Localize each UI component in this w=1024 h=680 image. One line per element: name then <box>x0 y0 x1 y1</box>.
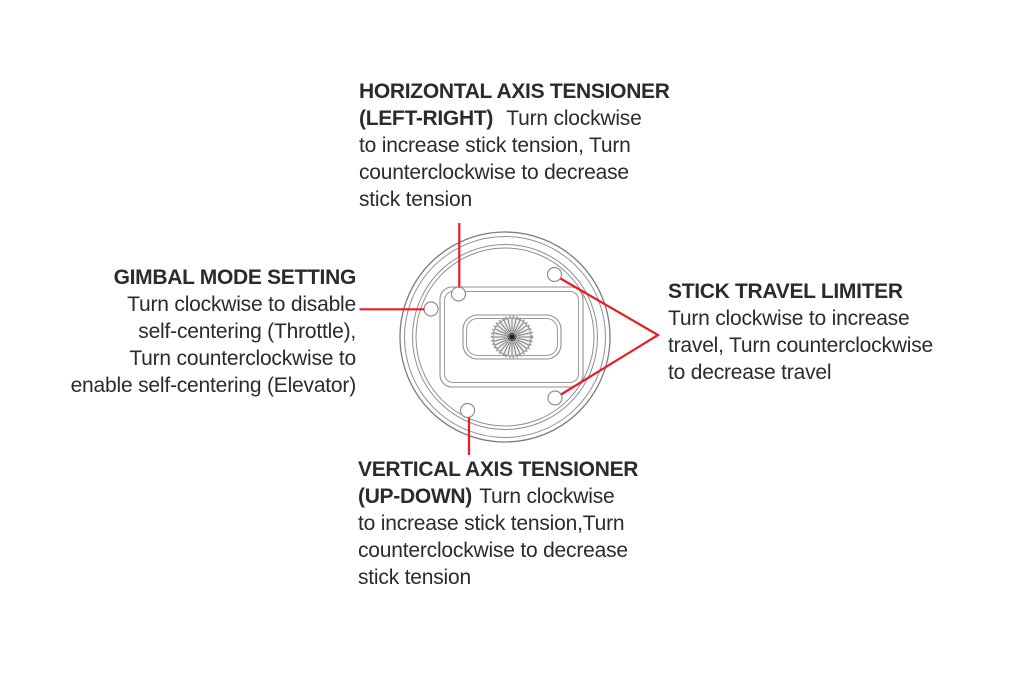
annotation-heading: HORIZONTAL AXIS TENSIONER <box>359 80 670 103</box>
annotation-text: Turn clockwise <box>501 107 642 130</box>
inner-rings <box>404 236 606 438</box>
annotation-text: Turn clockwise to disable <box>127 293 356 316</box>
annotation-subheading: (LEFT-RIGHT) <box>359 107 494 130</box>
vertical-axis-tensioner-screw <box>459 402 476 419</box>
annotation-text: to increase stick tension, Turn <box>359 134 631 157</box>
annotation-text: stick tension <box>358 566 471 589</box>
connector-right <box>559 277 661 396</box>
annotation-text: counterclockwise to decrease <box>359 161 629 184</box>
knob-spokes <box>493 318 531 356</box>
outer-ring <box>399 231 611 443</box>
annotation-text: travel, Turn counterclockwise <box>668 334 933 357</box>
gimbal-mode-setting-screw <box>423 301 439 317</box>
horizontal-axis-tensioner-screw <box>450 286 467 302</box>
annotation-text: stick tension <box>359 188 472 211</box>
annotation-text: self-centering (Throttle), <box>138 320 356 343</box>
annotation-text: to decrease travel <box>668 361 832 384</box>
annotation-heading: VERTICAL AXIS TENSIONER <box>358 458 639 481</box>
stick-travel-limiter-screw-top <box>546 266 563 283</box>
annotation-subheading: (UP-DOWN) <box>358 485 472 508</box>
annotation-text: enable self-centering (Elevator) <box>70 374 357 397</box>
annotation-text: Turn counterclockwise to <box>129 347 356 370</box>
annotation-text: Turn clockwise <box>473 485 615 508</box>
annotation-heading: STICK TRAVEL LIMITER <box>668 280 903 303</box>
annotation-horizontal-axis-tensioner: HORIZONTAL AXIS TENSIONER (LEFT-RIGHT) T… <box>359 78 670 213</box>
annotation-gimbal-mode-setting: GIMBAL MODE SETTING Turn clockwise to di… <box>36 264 357 399</box>
tension-knob <box>490 315 534 359</box>
stick-travel-limiter-screw-bottom <box>547 390 563 406</box>
knob-center-dot <box>509 334 515 340</box>
annotation-vertical-axis-tensioner: VERTICAL AXIS TENSIONER (UP-DOWN) Turn c… <box>358 456 688 591</box>
annotation-stick-travel-limiter: STICK TRAVEL LIMITER Turn clockwise to i… <box>668 278 998 386</box>
annotation-text: counterclockwise to decrease <box>358 539 628 562</box>
annotation-text: Turn clockwise to increase <box>668 307 910 330</box>
annotation-heading: GIMBAL MODE SETTING <box>113 266 357 289</box>
annotation-text: to increase stick tension,Turn <box>358 512 625 535</box>
